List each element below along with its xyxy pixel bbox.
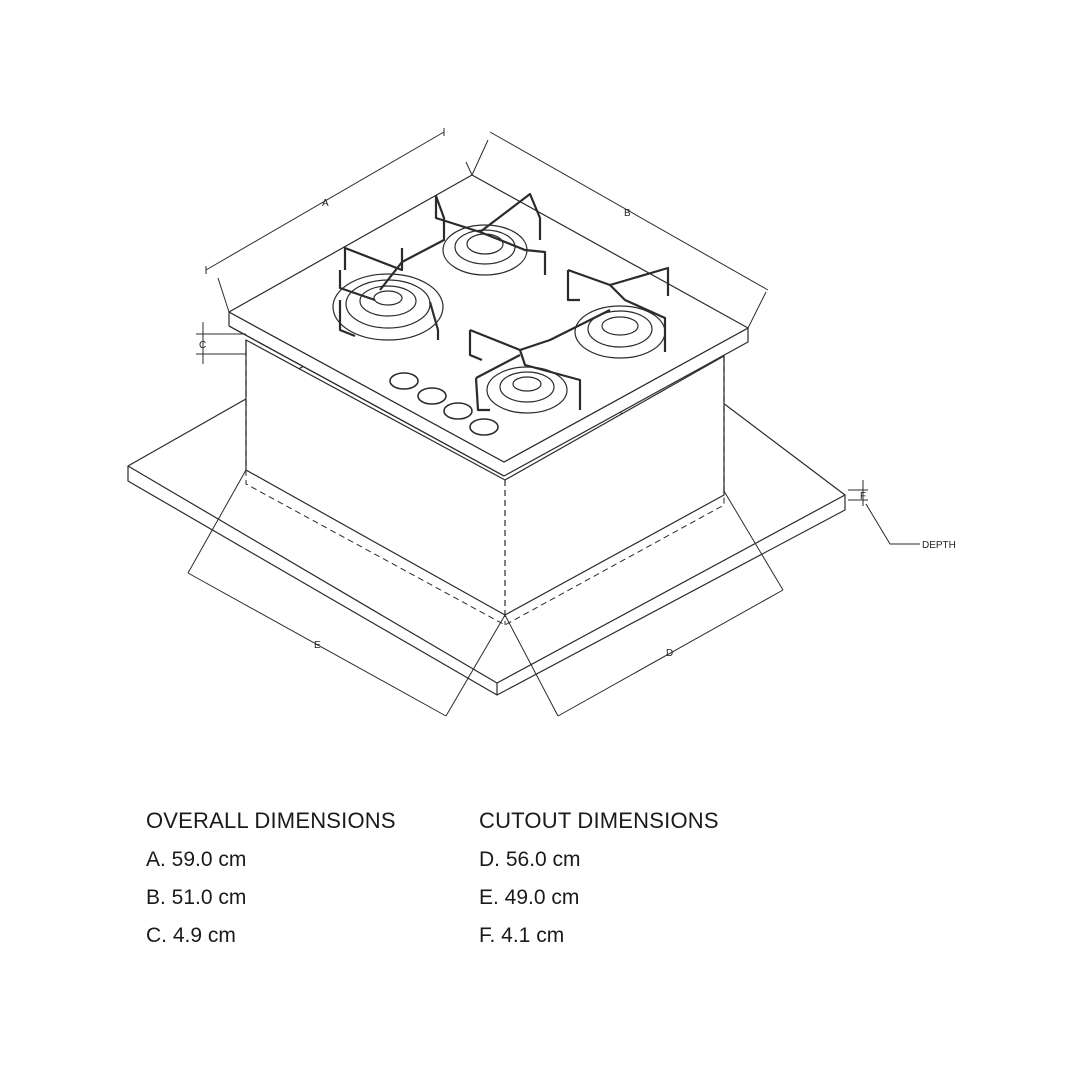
grate-back-left	[338, 192, 547, 302]
overall-dimensions: OVERALL DIMENSIONS A. 59.0 cm B. 51.0 cm…	[146, 808, 396, 962]
cutout-d: D. 56.0 cm	[479, 848, 581, 871]
overall-b: B. 51.0 cm	[146, 886, 247, 909]
cutout-heading: CUTOUT DIMENSIONS	[479, 808, 719, 833]
cutout-f: F. 4.1 cm	[479, 924, 565, 947]
control-knobs	[389, 372, 499, 436]
label-depth: DEPTH	[922, 540, 956, 551]
dimension-lines	[187, 128, 920, 717]
knob-1	[389, 372, 419, 390]
grate-right	[468, 266, 670, 412]
burner-back	[442, 224, 528, 276]
burner-front	[486, 366, 568, 414]
label-e: E	[314, 640, 321, 651]
grate-left-front-legs	[338, 300, 440, 340]
label-a: A	[322, 198, 329, 209]
cutout-dimensions: CUTOUT DIMENSIONS D. 56.0 cm E. 49.0 cm …	[479, 808, 719, 962]
knob-2	[417, 387, 447, 405]
cutout-e: E. 49.0 cm	[479, 886, 580, 909]
burner-right	[574, 305, 666, 359]
knob-3	[443, 402, 473, 420]
overall-heading: OVERALL DIMENSIONS	[146, 808, 396, 833]
label-d: D	[666, 648, 673, 659]
label-b: B	[624, 208, 631, 219]
overall-c: C. 4.9 cm	[146, 924, 236, 947]
label-c: C	[199, 340, 206, 351]
burner-left-large	[332, 273, 444, 341]
knob-4	[469, 418, 499, 436]
overall-a: A. 59.0 cm	[146, 848, 247, 871]
cooktop-dimension-diagram: A B C E D F DEPTH	[127, 128, 956, 717]
label-f: F	[860, 491, 866, 502]
